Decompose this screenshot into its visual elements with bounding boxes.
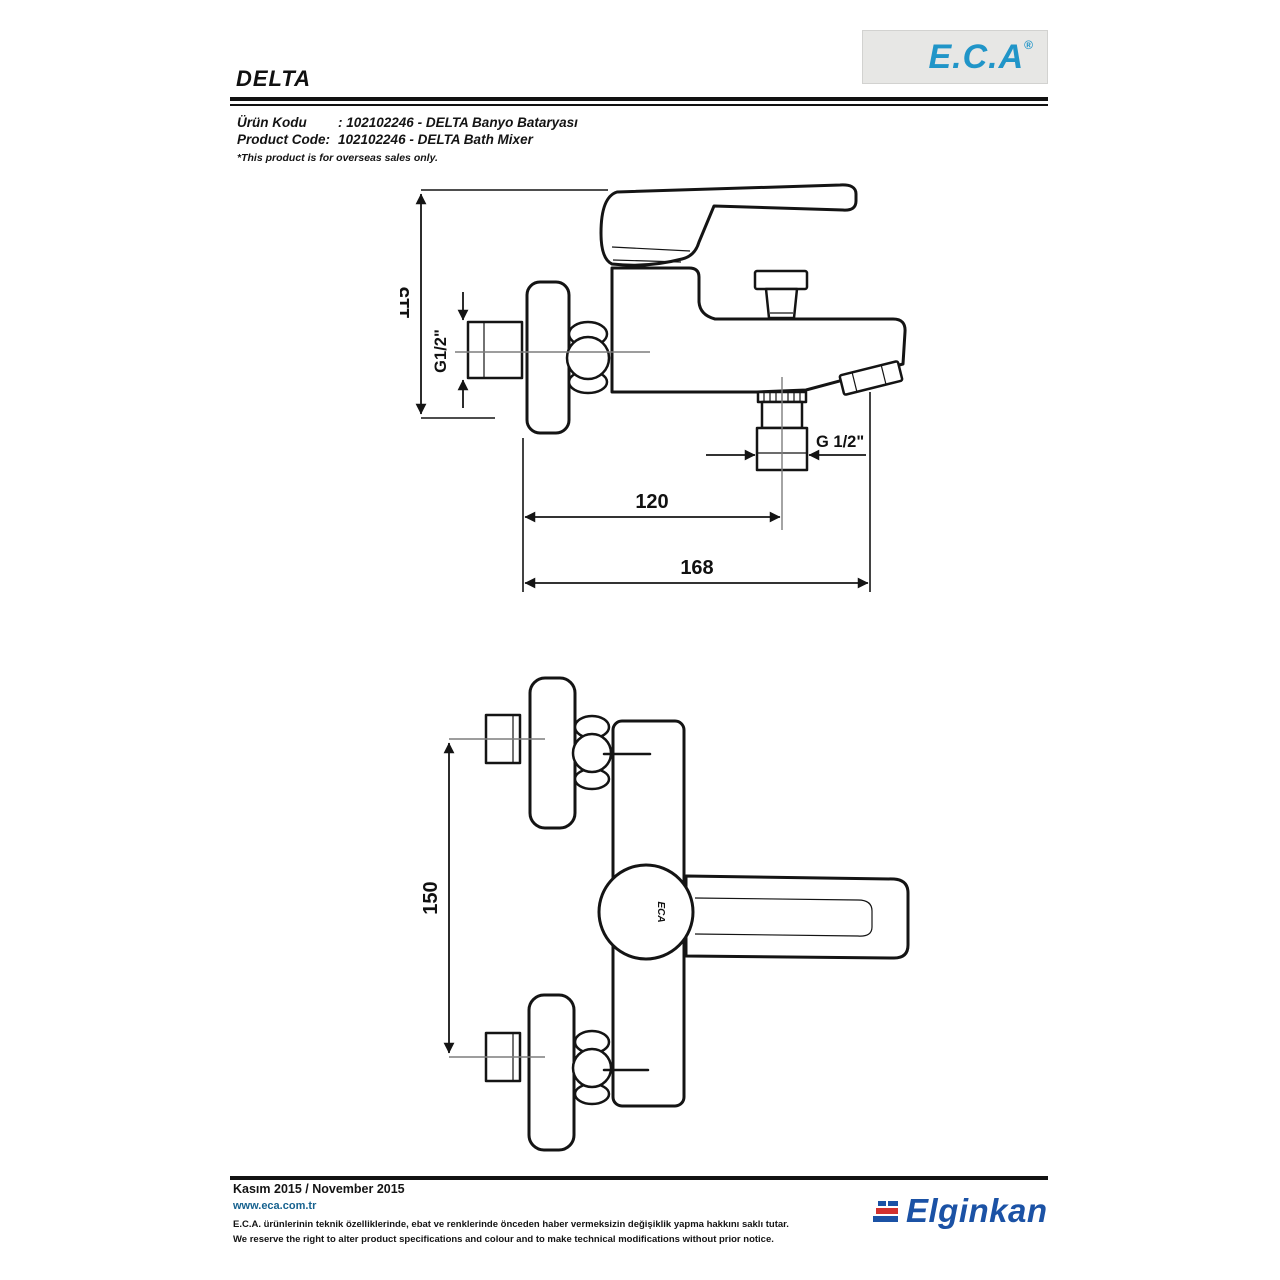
elginkan-logo: Elginkan xyxy=(872,1192,1048,1230)
elginkan-icon xyxy=(872,1200,898,1222)
header-rule-thick xyxy=(230,97,1048,101)
footer-legal-en: We reserve the right to alter product sp… xyxy=(233,1233,774,1245)
dim-168: 168 xyxy=(524,392,871,592)
page-title: DELTA xyxy=(236,66,312,91)
product-code-label-tr: Ürün Kodu xyxy=(237,115,307,130)
front-body-circle xyxy=(597,863,695,961)
eca-logo: E.C.A® xyxy=(862,30,1048,84)
front-lower-flange xyxy=(527,993,576,1152)
footer: Kasım 2015 / November 2015 www.eca.com.t… xyxy=(233,1182,873,1246)
side-union-nut xyxy=(565,320,611,395)
front-view-drawing: ECA 150 xyxy=(420,676,910,1152)
side-view-drawing: 115 G1/2" G 1/2" 120 168 xyxy=(400,183,907,592)
dim-115-label: 115 xyxy=(400,287,414,319)
side-aerator xyxy=(838,360,904,396)
dim-g12-bottom: G 1/2" xyxy=(706,433,866,461)
registered-mark-icon: ® xyxy=(1024,38,1033,52)
dim-120: 120 xyxy=(522,438,781,592)
dim-g12-left-label: G1/2" xyxy=(432,329,450,373)
front-upper-flange xyxy=(528,676,577,830)
front-lower-union-nut xyxy=(571,1029,613,1106)
front-handle-lever xyxy=(684,874,910,960)
product-code-row-tr: Ürün Kodu : 102102246 - DELTA Banyo Bata… xyxy=(237,114,578,131)
dim-g12-bottom-label: G 1/2" xyxy=(816,433,864,451)
footer-rule xyxy=(230,1176,1048,1180)
product-info: Ürün Kodu : 102102246 - DELTA Banyo Bata… xyxy=(237,114,578,166)
product-note: *This product is for overseas sales only… xyxy=(237,152,438,164)
eca-logo-text: E.C.A xyxy=(928,37,1025,76)
product-code-label-en: Product Code: xyxy=(237,132,330,147)
side-faucet-body xyxy=(610,266,907,394)
side-diverter-knob xyxy=(753,269,809,320)
product-code-row-en: Product Code: 102102246 - DELTA Bath Mix… xyxy=(237,131,578,148)
dim-120-label: 120 xyxy=(635,491,668,513)
product-code-value-en: 102102246 - DELTA Bath Mixer xyxy=(338,132,533,147)
dim-115: 115 xyxy=(400,189,608,419)
dim-168-label: 168 xyxy=(680,557,713,579)
side-wall-nipple xyxy=(466,320,524,380)
dim-150: 150 xyxy=(420,742,455,1054)
front-body-mark: ECA xyxy=(655,901,666,922)
header-rule-thin xyxy=(230,104,1048,106)
side-wall-flange xyxy=(525,280,571,435)
footer-legal-tr: E.C.A. ürünlerinin teknik özelliklerinde… xyxy=(233,1219,789,1230)
dim-g12-left: G1/2" xyxy=(432,292,469,408)
footer-website-link[interactable]: www.eca.com.tr xyxy=(233,1200,317,1212)
side-handle-lever xyxy=(599,183,858,267)
elginkan-logo-text: Elginkan xyxy=(906,1192,1048,1229)
dim-150-label: 150 xyxy=(420,881,442,914)
footer-date: Kasım 2015 / November 2015 xyxy=(233,1182,405,1196)
product-code-value-tr: : 102102246 - DELTA Banyo Bataryası xyxy=(338,115,578,130)
front-upper-union-nut xyxy=(571,714,613,791)
